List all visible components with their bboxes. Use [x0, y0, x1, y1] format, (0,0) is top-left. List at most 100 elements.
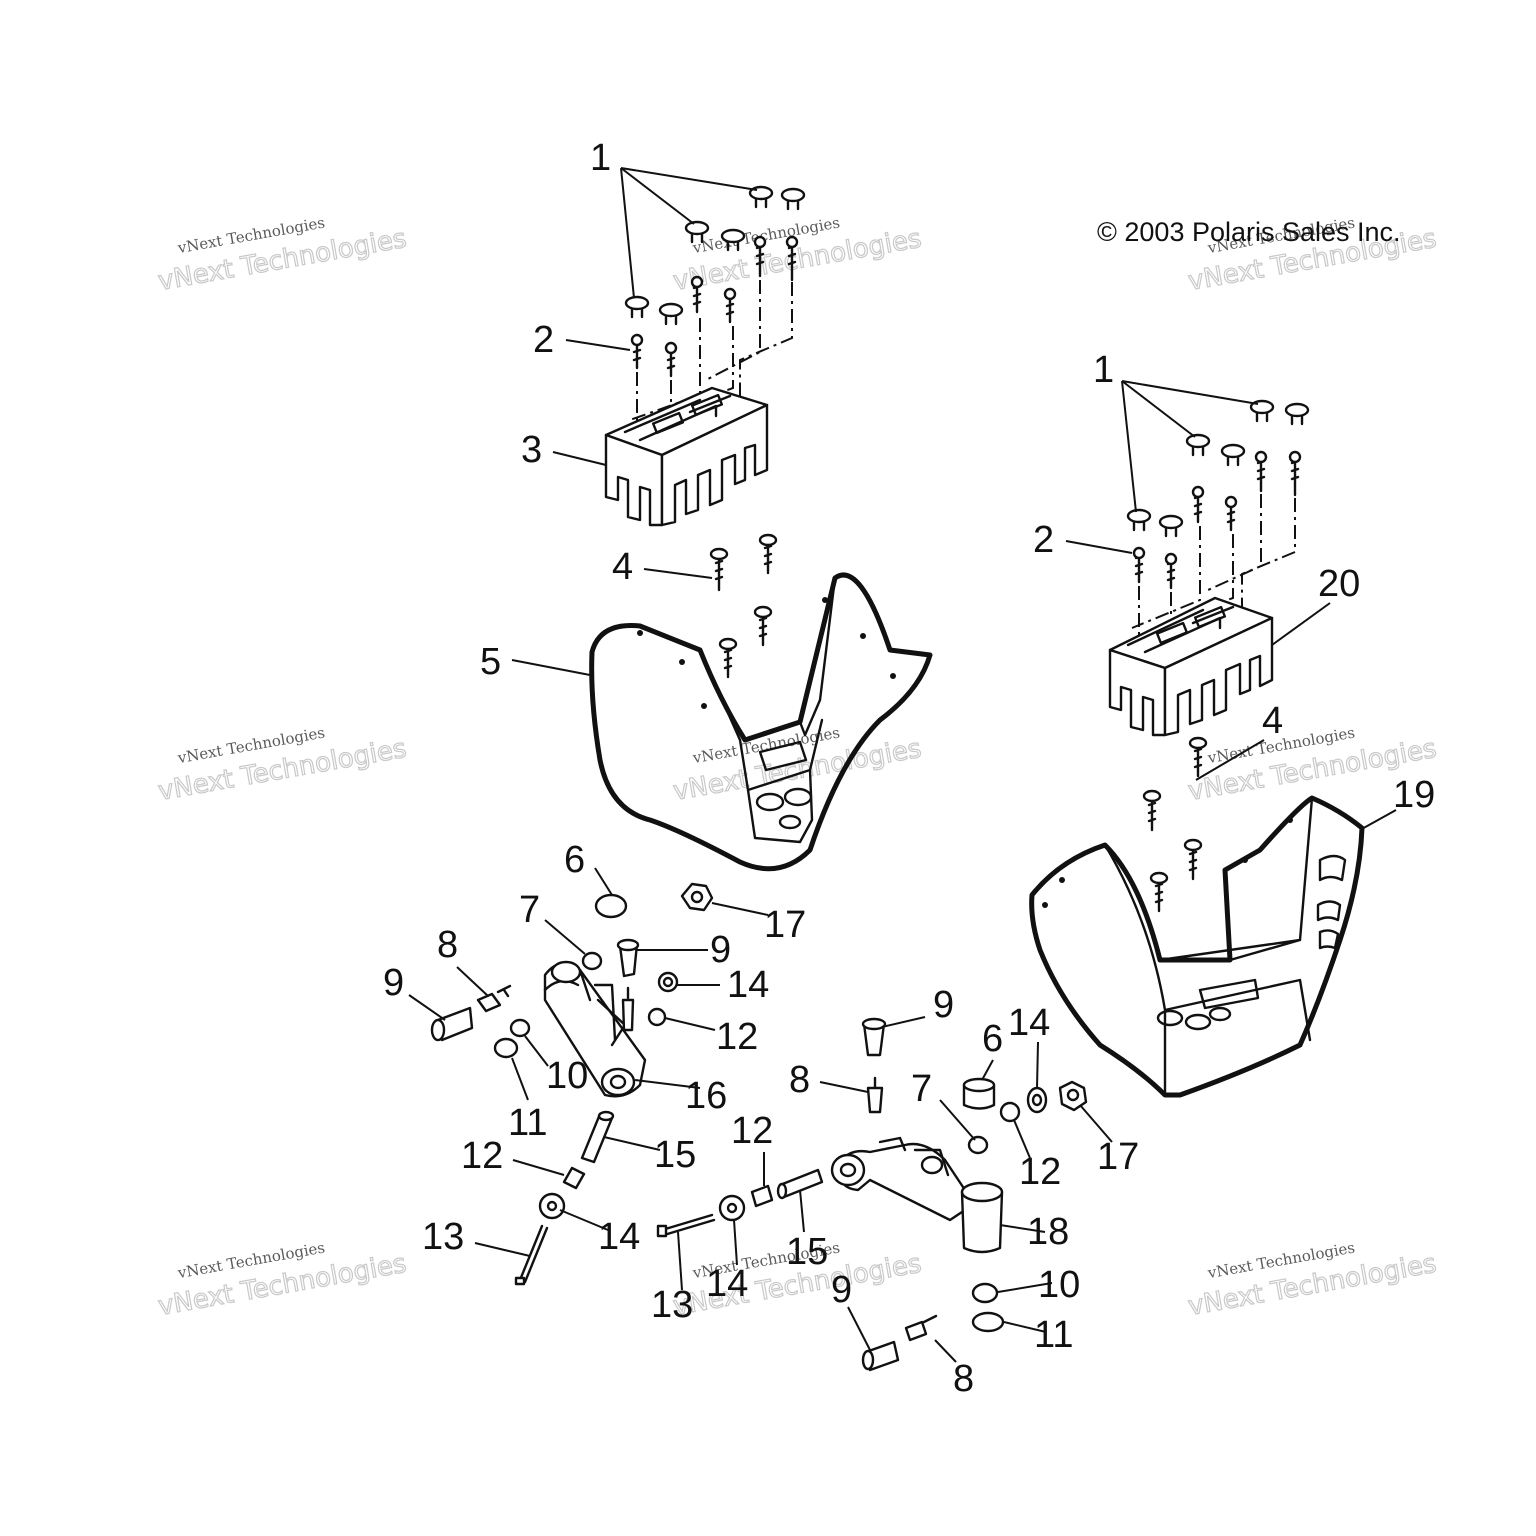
- a-arm: [830, 1136, 1004, 1254]
- lock-nut: [680, 882, 714, 912]
- callout-3: 3: [521, 429, 542, 471]
- screw-head: [690, 275, 704, 289]
- callout-12: 12: [461, 1135, 503, 1177]
- washer: [718, 1194, 746, 1222]
- a-arm: [543, 960, 647, 1098]
- push-rivet-cap: [1126, 508, 1152, 532]
- callout-15: 15: [786, 1231, 828, 1273]
- spacer: [999, 1101, 1021, 1123]
- callout-8: 8: [437, 924, 458, 966]
- push-rivet-cap: [1220, 443, 1246, 467]
- mount-bracket: [1108, 596, 1274, 737]
- callout-11: 11: [1034, 1314, 1073, 1356]
- washer: [1026, 1086, 1048, 1114]
- callout-9: 9: [383, 962, 404, 1004]
- copyright-notice: © 2003 Polaris Sales Inc.: [1097, 217, 1401, 247]
- callout-18: 18: [1027, 1211, 1069, 1253]
- grease-fitting: [621, 986, 635, 1032]
- push-rivet-cap: [1185, 433, 1211, 457]
- mount-bracket: [604, 386, 769, 527]
- callout-12: 12: [731, 1110, 773, 1152]
- callout-16: 16: [685, 1075, 727, 1117]
- bolt: [1149, 871, 1169, 913]
- callout-9: 9: [933, 984, 954, 1026]
- push-rivet-cap: [1284, 402, 1310, 426]
- bushing: [616, 938, 640, 978]
- washer: [538, 1192, 566, 1220]
- callout-1: 1: [1093, 349, 1114, 391]
- left-arm-assembly: [408, 867, 769, 1286]
- watermark-top-center: vNext Technologies vNext Technologies: [670, 213, 924, 297]
- screw-head: [1288, 450, 1302, 464]
- callout-1: 1: [590, 137, 611, 179]
- bolt: [709, 547, 729, 592]
- screw-head: [785, 235, 799, 249]
- callout-labels: 1 2 3 4 5 1 2 20 4 19 6 17 7 9 8 9 14 12…: [383, 137, 1435, 1400]
- callout-6: 6: [564, 839, 585, 881]
- screw-head: [1224, 495, 1238, 509]
- callout-11: 11: [508, 1102, 547, 1144]
- push-rivet-cap: [720, 228, 746, 252]
- callout-20: 20: [1318, 563, 1360, 605]
- watermark-mid-left: vNext Technologies vNext Technologies: [155, 723, 409, 807]
- callout-8: 8: [789, 1059, 810, 1101]
- lock-washer: [657, 971, 679, 993]
- seal: [967, 1135, 989, 1155]
- callout-12: 12: [716, 1016, 758, 1058]
- push-rivet-cap: [624, 295, 650, 319]
- bushing: [750, 1184, 774, 1208]
- callout-14: 14: [727, 964, 769, 1006]
- bolt: [753, 605, 773, 647]
- callout-4: 4: [612, 546, 633, 588]
- screw-head: [664, 341, 678, 355]
- screw-head: [1191, 485, 1205, 499]
- callout-13: 13: [651, 1284, 693, 1326]
- callout-10: 10: [1038, 1264, 1080, 1306]
- bolt: [1142, 789, 1162, 832]
- seal-ring: [493, 1037, 519, 1059]
- seal: [581, 951, 603, 971]
- dust-cap: [594, 893, 628, 919]
- lock-nut: [1058, 1080, 1088, 1112]
- callout-17: 17: [1097, 1136, 1139, 1178]
- callout-10: 10: [546, 1055, 588, 1097]
- pivot-tube: [776, 1168, 824, 1200]
- push-rivet-cap: [1158, 514, 1184, 538]
- flanged-bushing: [861, 1017, 887, 1057]
- seal: [509, 1018, 531, 1038]
- pivot-tube: [580, 1110, 615, 1164]
- push-rivet-cap: [658, 302, 684, 326]
- right-mount-bracket-assembly: [1065, 380, 1331, 737]
- watermark-top-right: vNext Technologies vNext Technologies: [1185, 213, 1439, 297]
- skid-plate: [1029, 795, 1365, 1098]
- grease-fitting: [904, 1314, 938, 1342]
- callout-8: 8: [953, 1358, 974, 1400]
- watermark-bottom-right: vNext Technologies vNext Technologies: [1185, 1238, 1439, 1322]
- flanged-bushing: [430, 1006, 474, 1042]
- watermark-bottom-left: vNext Technologies vNext Technologies: [155, 1238, 409, 1322]
- right-skid-plate-assembly: [1029, 736, 1397, 1098]
- callout-9: 9: [831, 1269, 852, 1311]
- callout-13: 13: [422, 1216, 464, 1258]
- right-arm-assembly: [656, 1016, 1113, 1372]
- callout-5: 5: [480, 641, 501, 683]
- push-rivet-cap: [684, 220, 710, 244]
- screw-head: [723, 287, 737, 301]
- callout-4: 4: [1262, 700, 1283, 742]
- callout-9: 9: [710, 929, 731, 971]
- left-mount-bracket-assembly: [552, 167, 806, 527]
- grease-fitting: [866, 1076, 884, 1114]
- callout-15: 15: [654, 1134, 696, 1176]
- callout-14: 14: [1008, 1002, 1050, 1044]
- seal: [971, 1282, 999, 1304]
- callout-17: 17: [764, 904, 806, 946]
- screw-head: [630, 333, 644, 347]
- screw-head: [1132, 546, 1146, 560]
- callout-19: 19: [1393, 774, 1435, 816]
- grease-fitting: [476, 984, 512, 1013]
- callout-7: 7: [911, 1068, 932, 1110]
- callout-14: 14: [598, 1216, 640, 1258]
- skid-plate: [589, 572, 933, 872]
- callout-14: 14: [706, 1263, 748, 1305]
- callout-6: 6: [982, 1018, 1003, 1060]
